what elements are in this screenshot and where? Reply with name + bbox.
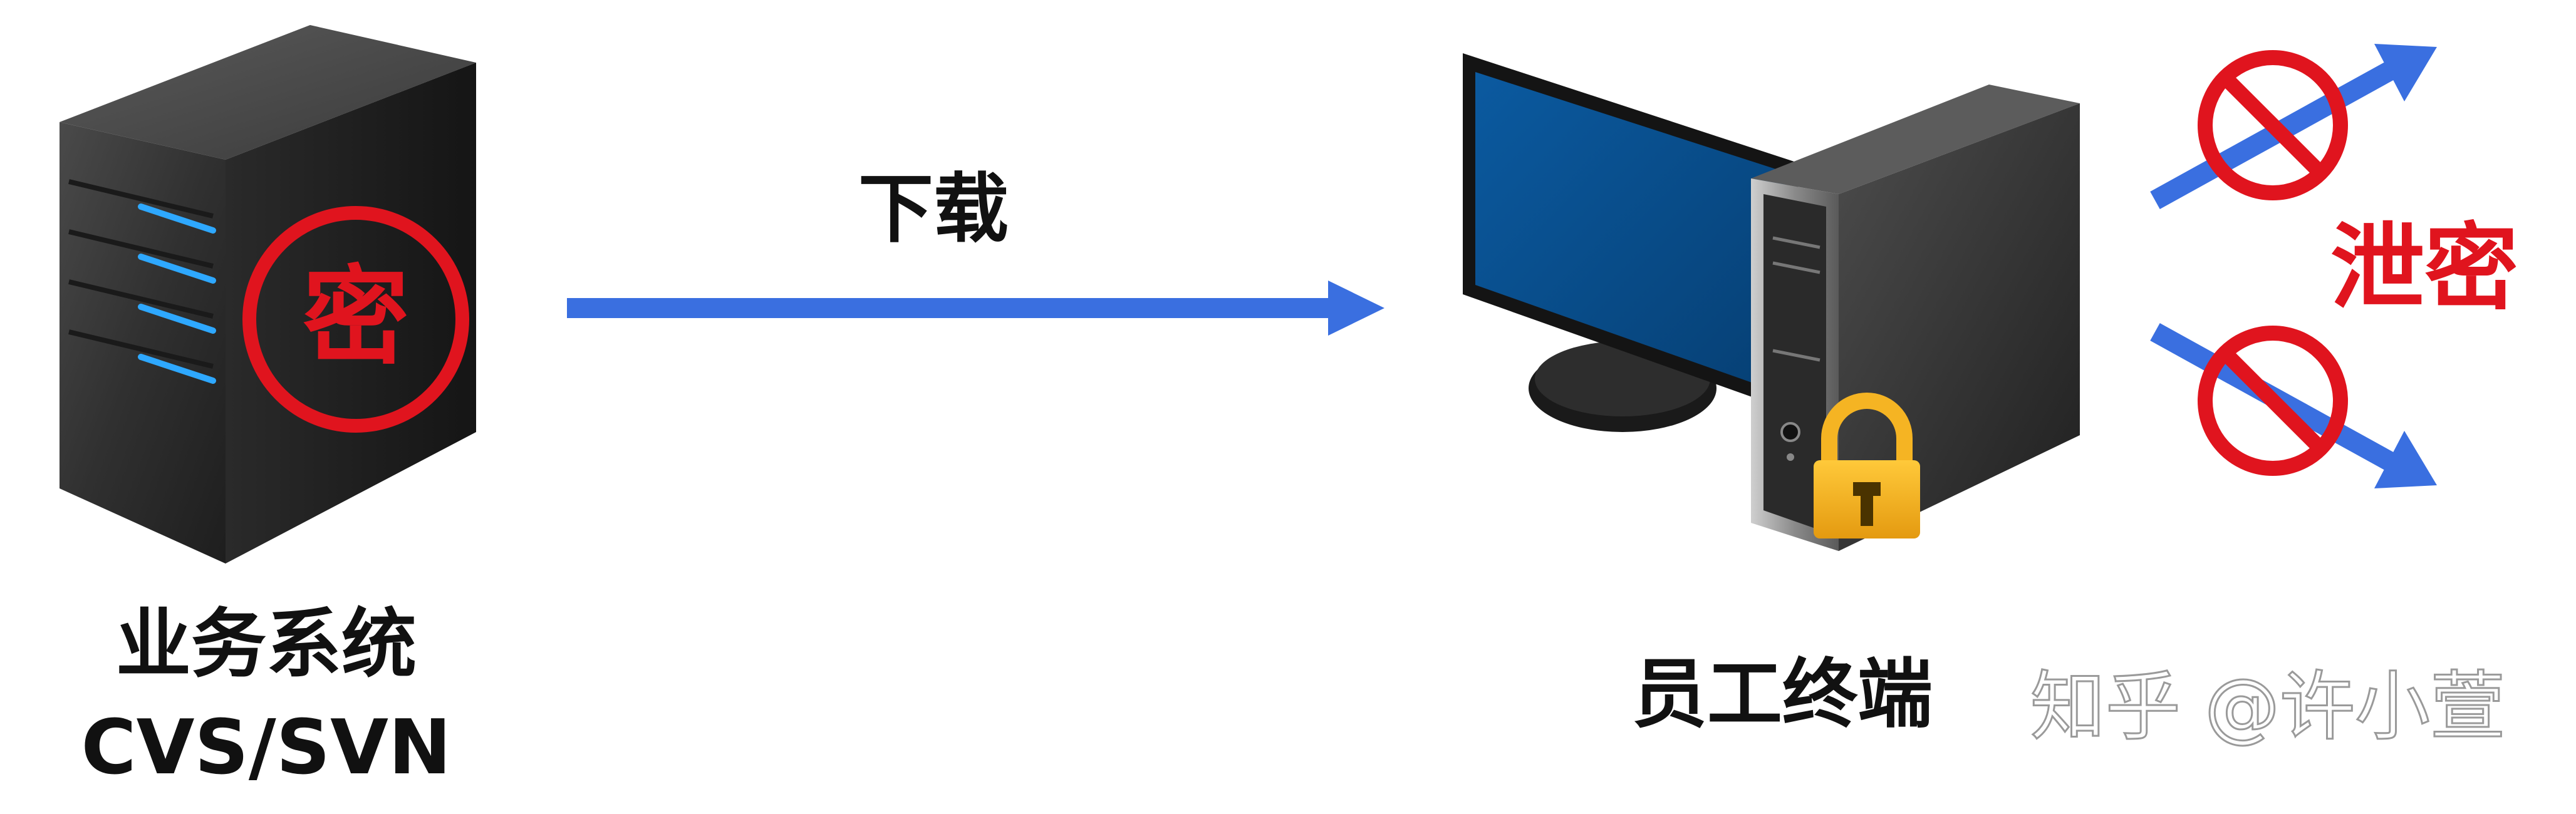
prohibit-icon-bottom	[2198, 326, 2348, 476]
server-icon	[60, 25, 476, 564]
download-label: 下载	[858, 166, 1009, 253]
server-drive-slots	[68, 179, 214, 369]
watermark-text: 知乎 @许小萱	[2030, 664, 2505, 751]
server-title: 业务系统	[116, 601, 417, 688]
leak-label: 泄密	[2330, 214, 2518, 323]
download-arrow	[567, 281, 1384, 336]
server-subtitle: CVS/SVN	[81, 704, 452, 791]
lock-icon	[1814, 393, 1920, 538]
prohibit-icon-top	[2198, 50, 2348, 200]
terminal-title: 员工终端	[1632, 651, 1933, 738]
secret-badge: 密	[242, 206, 469, 433]
server-led-indicators	[138, 204, 216, 384]
secret-badge-text: 密	[303, 255, 409, 379]
computer-icon	[1463, 53, 2080, 551]
